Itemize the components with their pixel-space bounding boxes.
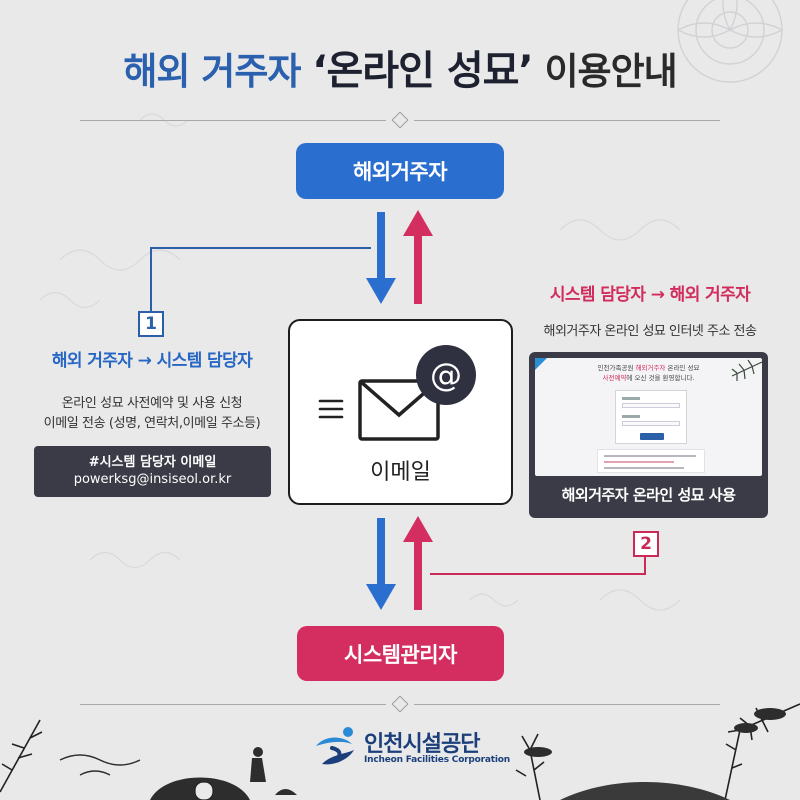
company-logo: 인천시설공단 Incheon Facilities Corporation — [312, 722, 512, 772]
title-part-guide: 이용안내 — [532, 50, 678, 93]
step1-desc-line1: 온라인 성묘 사전예약 및 사용 신청 — [61, 396, 243, 411]
bottom-divider-left — [80, 704, 386, 705]
email-node: @ 이메일 — [288, 319, 513, 505]
preview-notice-box — [597, 449, 705, 473]
logo-mark-icon — [316, 727, 354, 765]
title-part-overseas: 해외 거주자 — [123, 50, 313, 93]
preview-head-post: 온라인 성묘 — [665, 364, 700, 372]
overseas-resident-node: 해외거주자 — [296, 143, 504, 199]
top-divider-left — [80, 120, 386, 121]
website-preview-screenshot: 인천가족공원 해외거주자 온라인 성묘 사전예약에 오신 것을 환영합니다. — [535, 358, 762, 476]
step1-description: 온라인 성묘 사전예약 및 사용 신청 이메일 전송 (성명, 연락처,이메일 … — [24, 394, 280, 434]
contact-email-title: #시스템 담당자 이메일 — [88, 455, 217, 470]
logo-name-english: Incheon Facilities Corporation — [364, 755, 510, 765]
bottom-divider-diamond — [391, 695, 409, 713]
preview-head-highlight2: 사전예약 — [602, 374, 627, 382]
step1-heading: 해외 거주자 → 시스템 담당자 — [51, 351, 253, 371]
contact-email-box: #시스템 담당자 이메일 powerksg@insiseol.or.kr — [34, 446, 271, 497]
step2-number-badge: 2 — [633, 531, 659, 557]
arrow-up-icon — [403, 516, 433, 610]
step1-connector-line — [150, 247, 371, 312]
preview-head-post2: 에 오신 것을 환영합니다. — [626, 374, 695, 382]
arrow-up-icon — [403, 210, 433, 304]
step2-heading: 시스템 담당자 → 해외 거주자 — [549, 285, 751, 305]
preview-head-pre: 인천가족공원 — [597, 364, 636, 372]
pine-branch-icon — [731, 359, 762, 381]
top-divider-right — [414, 120, 720, 121]
title-part-online: ‘온라인 성묘’ — [312, 48, 533, 94]
page-title: 해외 거주자 ‘온라인 성묘’ 이용안내 — [0, 38, 800, 96]
logo-name-korean: 인천시설공단 — [364, 732, 480, 757]
bottom-left-illustration — [0, 719, 297, 800]
preview-head-highlight: 해외거주자 — [635, 364, 666, 372]
preview-login-form — [615, 390, 687, 444]
website-preview-card: 인천가족공원 해외거주자 온라인 성묘 사전예약에 오신 것을 환영합니다. 해… — [529, 352, 768, 518]
speed-lines-icon — [318, 399, 344, 419]
step1-number-badge: 1 — [138, 311, 164, 337]
preview-welcome-text: 인천가족공원 해외거주자 온라인 성묘 사전예약에 오신 것을 환영합니다. — [535, 363, 762, 383]
arrow-down-icon — [366, 212, 396, 304]
bottom-right-illustration — [515, 703, 800, 800]
system-admin-node: 시스템관리자 — [297, 626, 504, 681]
arrow-down-icon — [366, 518, 396, 610]
step2-description: 해외거주자 온라인 성묘 인터넷 주소 전송 — [543, 324, 757, 339]
contact-email-address: powerksg@insiseol.or.kr — [73, 472, 232, 487]
email-label: 이메일 — [370, 460, 431, 485]
top-divider-diamond — [391, 111, 409, 129]
step2-connector-line — [430, 555, 646, 575]
at-sign-icon: @ — [430, 356, 462, 394]
bottom-divider-right — [414, 704, 720, 705]
preview-submit-button — [640, 433, 664, 440]
preview-corner-marker — [535, 358, 547, 370]
website-preview-caption: 해외거주자 온라인 성묘 사용 — [561, 486, 736, 504]
step1-desc-line2: 이메일 전송 (성명, 연락처,이메일 주소등) — [43, 416, 261, 431]
envelope-icon — [318, 345, 476, 441]
